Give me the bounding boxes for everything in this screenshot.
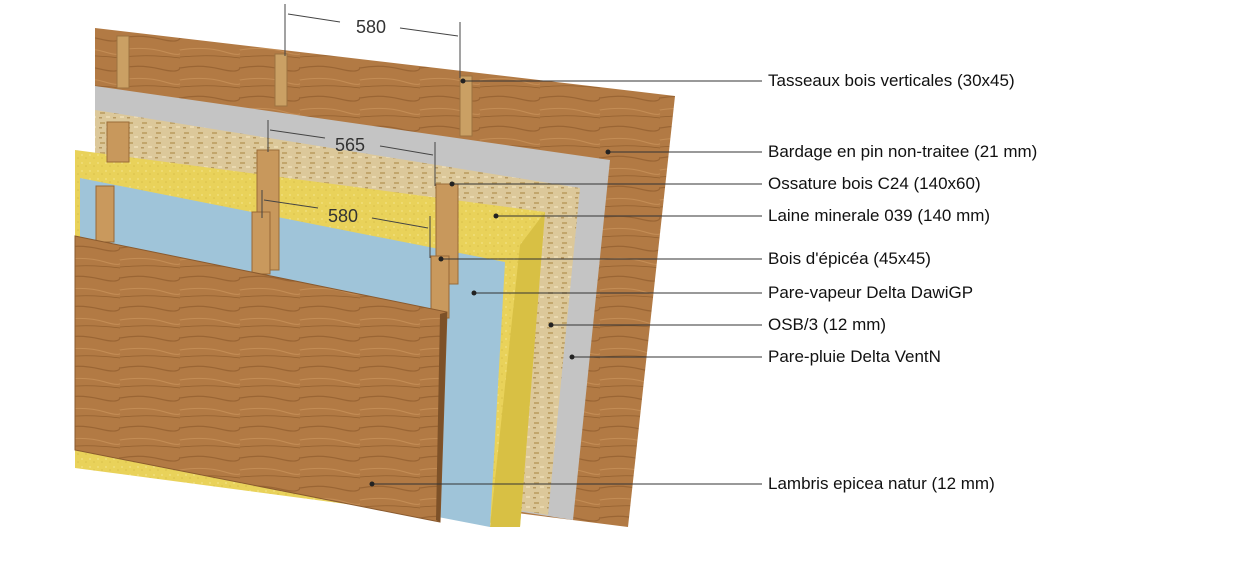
callout-pare-pluie: Pare-pluie Delta VentN [768,347,941,366]
leader-dots [369,78,611,487]
lambris-edge [436,312,447,522]
callout-osb: OSB/3 (12 mm) [768,315,887,334]
callout-lambris: Lambris epicea natur (12 mm) [768,474,995,493]
epicea-battens [95,185,450,319]
tasseaux-battens [116,35,473,137]
callout-bois-epicea: Bois d'épicéa (45x45) [768,249,931,268]
dimension-label-middle: 565 [335,135,365,155]
callout-pare-vapeur: Pare-vapeur Delta DawiGP [768,283,974,302]
callout-ossature: Ossature bois C24 (140x60) [768,174,981,193]
dimension-lines [261,4,461,258]
laine-minerale-edge [490,212,545,527]
callout-laine-minerale: Laine minerale 039 (140 mm) [768,206,991,225]
dimension-label-lower: 580 [328,206,358,226]
callout-bardage: Bardage en pin non-traitee (21 mm) [768,142,1038,161]
callout-tasseaux: Tasseaux bois verticales (30x45) [768,71,1015,90]
leader-lines [372,80,762,485]
dimension-label-top: 580 [356,17,386,37]
